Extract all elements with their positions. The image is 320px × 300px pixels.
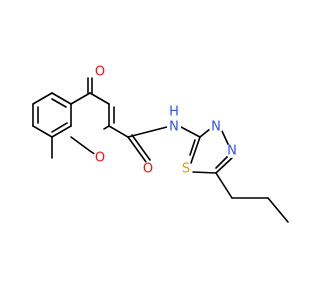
bond-c8a-c4a [51,92,72,105]
bond-c2-s1-inner [189,139,196,156]
bond-layer [32,77,289,223]
thiadiazole-nitrogen-3-atom: N [209,120,223,135]
sulfur-label: S [182,162,190,177]
amide-hydrogen-atom: H [168,105,180,120]
bond-c2-o1 [103,125,110,130]
bond-c2-n3 [199,128,211,138]
bond-n-thiadiazole [180,126,201,138]
thiadiazole-nitrogen-3-label: N [211,120,221,135]
ring-oxygen-atom: O [93,151,107,166]
bond-c8a-c4a-inner [51,98,67,108]
amide-nitrogen-label: N [169,120,179,135]
bond-amide-c-n [127,126,168,138]
thiadiazole-nitrogen-4-label: N [227,144,237,159]
bond-n4-c5-inner [215,154,230,169]
bond-c5-s1 [192,171,217,174]
ring-oxygen-label: O [95,151,105,166]
bond-c6-c7 [32,125,53,138]
bond-c4a-c4 [70,92,91,105]
bond-c2-s1 [190,136,201,164]
bond-n3-n4 [221,130,229,145]
thiadiazole-nitrogen-4-atom: N [225,144,239,159]
bond-c4-c3 [89,92,110,105]
bond-amide-co-a [127,136,147,163]
ketone-oxygen-atom: O [93,65,107,80]
bond-c2-amide-c [108,125,129,138]
bond-c5-propyl-1 [215,172,233,199]
bond-c7-c8-inner [51,122,68,133]
bond-c4a-c5 [32,92,53,105]
molecule-canvas: O O O N H N N [32,65,289,223]
bond-c7-c8 [51,125,72,138]
molecule-structure: O O O N H N N [32,65,289,223]
atom-label-layer: O O O N H N N [93,65,239,177]
ketone-oxygen-label: O [95,65,105,80]
amide-oxygen-atom: O [141,162,155,177]
amide-hydrogen-label: H [169,105,179,120]
sulfur-atom: S [179,162,193,177]
amide-nitrogen-atom: N [167,120,181,135]
bond-c8a-o1-left [70,136,91,152]
bond-n4-c5 [215,157,233,174]
bond-amide-co-b [131,134,151,161]
bond-propyl-2-3 [267,197,289,223]
amide-oxygen-label: O [143,162,153,177]
